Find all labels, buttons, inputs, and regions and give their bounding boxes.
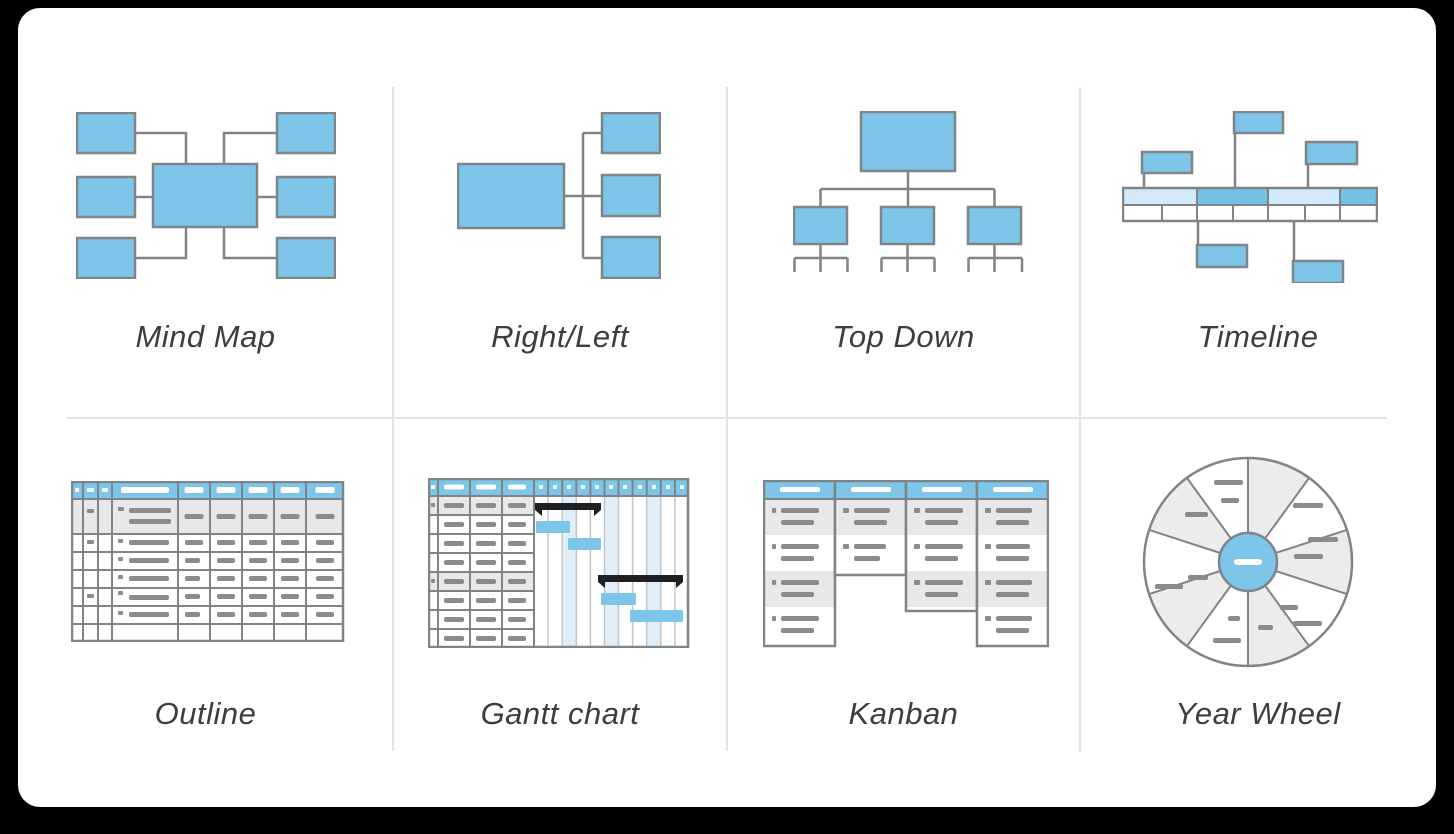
right-left-icon [457,112,661,279]
view-option-label: Timeline [1197,319,1319,354]
view-option-timeline[interactable]: Timeline [1080,8,1436,410]
grid-divider-vertical-1 [392,87,394,751]
view-option-label: Kanban [848,696,959,731]
gantt-chart-icon [428,478,690,648]
timeline-icon [1122,111,1378,283]
grid-divider-horizontal [67,417,1387,419]
view-option-right-left[interactable]: Right/Left [393,8,727,410]
grid-divider-vertical-2 [726,87,728,751]
view-option-label: Mind Map [135,319,276,354]
view-option-label: Right/Left [491,319,629,354]
outline-icon [71,481,345,642]
top-down-icon [793,111,1024,272]
view-option-label: Year Wheel [1175,696,1341,731]
view-picker-window [18,8,1436,807]
view-option-year-wheel[interactable]: Year Wheel [1080,410,1436,807]
view-option-label: Gantt chart [480,696,640,731]
year-wheel-icon [1142,456,1354,668]
view-option-label: Outline [154,696,257,731]
view-option-label: Top Down [832,319,975,354]
grid-divider-vertical-3 [1079,87,1081,751]
view-option-gantt[interactable]: Gantt chart [393,410,727,807]
view-option-kanban[interactable]: Kanban [727,410,1080,807]
view-option-outline[interactable]: Outline [18,410,393,807]
view-option-top-down[interactable]: Top Down [727,8,1080,410]
kanban-icon [763,480,1049,648]
view-option-mind-map[interactable]: Mind Map [18,8,393,410]
mind-map-icon [76,112,336,279]
